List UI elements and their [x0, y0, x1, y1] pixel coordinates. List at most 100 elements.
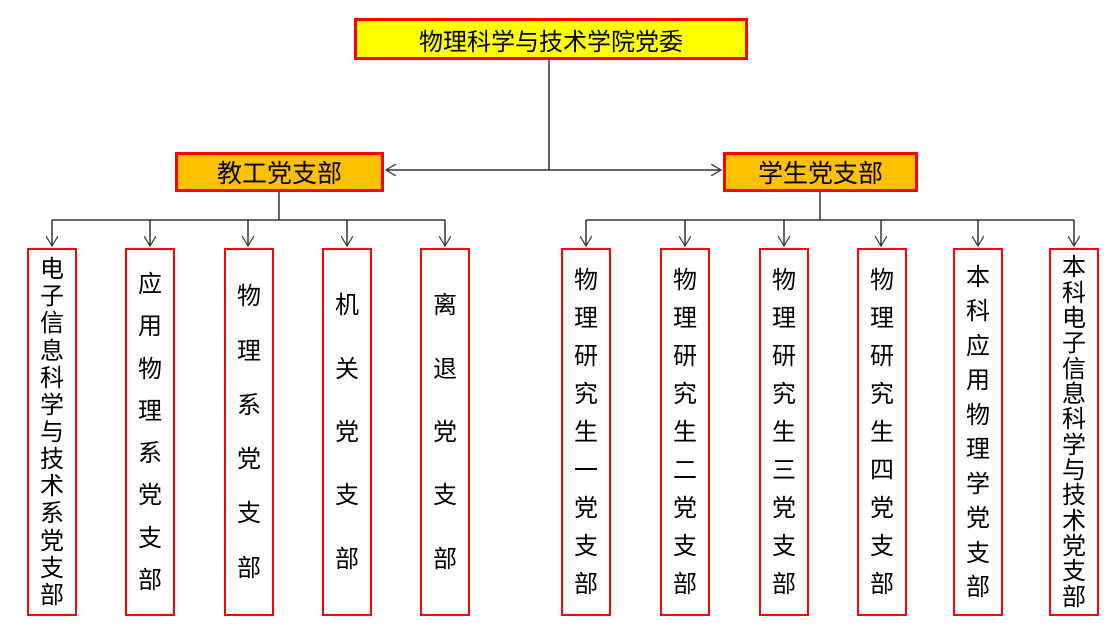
leaf-char: 理 [237, 336, 261, 365]
leaf-char: 与 [40, 417, 64, 446]
leaf-char: 应 [966, 331, 990, 360]
leaf-char: 研 [673, 342, 697, 370]
leaf-char: 术 [1062, 506, 1086, 535]
leaf-char: 支 [966, 538, 990, 567]
leaf-char: 理 [138, 396, 162, 425]
leaf-char: 学 [966, 469, 990, 498]
leaf-char: 究 [673, 380, 697, 408]
leaf-char: 部 [433, 544, 457, 573]
leaf-char: 子 [1062, 329, 1086, 358]
leaf-char: 物 [870, 266, 894, 294]
leaf-char: 部 [40, 580, 64, 609]
leaf-char: 一 [574, 456, 598, 484]
leaf-char: 支 [335, 481, 359, 510]
leaf-char: 部 [574, 570, 598, 598]
leaf-char: 党 [673, 494, 697, 522]
leaf-char: 技 [1062, 481, 1086, 510]
leaf-node: 本科电子信息科学与技术党支部 [1049, 248, 1099, 616]
leaf-char: 二 [673, 456, 697, 484]
leaf-char: 生 [673, 418, 697, 446]
leaf-char: 科 [1062, 278, 1086, 307]
leaf-char: 部 [772, 570, 796, 598]
leaf-char: 支 [237, 499, 261, 528]
leaf-char: 部 [335, 544, 359, 573]
leaf-char: 电 [1062, 303, 1086, 332]
leaf-char: 系 [237, 390, 261, 419]
leaf-char: 物 [673, 266, 697, 294]
leaf-node: 本科应用物理学党支部 [953, 248, 1003, 616]
leaf-char: 部 [673, 570, 697, 598]
leaf-node: 物理研究生三党支部 [759, 248, 809, 616]
leaf-char: 党 [870, 494, 894, 522]
leaf-char: 物 [237, 282, 261, 311]
leaf-char: 党 [1062, 531, 1086, 560]
leaf-char: 应 [138, 270, 162, 299]
leaf-char: 党 [772, 494, 796, 522]
leaf-char: 科 [40, 363, 64, 392]
leaf-char: 研 [772, 342, 796, 370]
leaf-char: 部 [237, 553, 261, 582]
leaf-char: 物 [574, 266, 598, 294]
leaf-char: 息 [40, 336, 64, 365]
leaf-char: 党 [966, 504, 990, 533]
leaf-node: 物理研究生四党支部 [857, 248, 907, 616]
leaf-node: 物理研究生二党支部 [660, 248, 710, 616]
leaf-char: 生 [870, 418, 894, 446]
leaf-char: 学 [40, 390, 64, 419]
leaf-char: 与 [1062, 455, 1086, 484]
branch-node-faculty: 教工党支部 [175, 152, 384, 192]
root-node: 物理科学与技术学院党委 [354, 18, 748, 60]
leaf-char: 部 [1062, 582, 1086, 611]
leaf-char: 支 [772, 532, 796, 560]
leaf-char: 支 [870, 532, 894, 560]
leaf-char: 信 [1062, 354, 1086, 383]
leaf-char: 科 [966, 297, 990, 326]
leaf-char: 系 [40, 499, 64, 528]
leaf-char: 党 [237, 445, 261, 474]
leaf-char: 理 [870, 304, 894, 332]
leaf-char: 理 [966, 435, 990, 464]
leaf-char: 离 [433, 291, 457, 320]
leaf-char: 党 [574, 494, 598, 522]
leaf-char: 究 [574, 380, 598, 408]
leaf-node: 机关党支部 [322, 248, 372, 616]
leaf-node: 物理研究生一党支部 [561, 248, 611, 616]
leaf-char: 生 [772, 418, 796, 446]
leaf-node: 应用物理系党支部 [125, 248, 175, 616]
leaf-char: 党 [335, 417, 359, 446]
leaf-char: 用 [138, 312, 162, 341]
leaf-char: 物 [966, 400, 990, 429]
leaf-char: 党 [138, 481, 162, 510]
leaf-char: 支 [673, 532, 697, 560]
leaf-char: 党 [40, 526, 64, 555]
leaf-char: 信 [40, 309, 64, 338]
leaf-char: 支 [40, 553, 64, 582]
leaf-char: 四 [870, 456, 894, 484]
leaf-char: 支 [138, 523, 162, 552]
leaf-char: 技 [40, 445, 64, 474]
leaf-char: 息 [1062, 379, 1086, 408]
leaf-char: 物 [772, 266, 796, 294]
leaf-char: 三 [772, 456, 796, 484]
leaf-char: 退 [433, 354, 457, 383]
leaf-char: 子 [40, 282, 64, 311]
leaf-char: 理 [772, 304, 796, 332]
leaf-char: 支 [433, 481, 457, 510]
leaf-char: 究 [870, 380, 894, 408]
leaf-char: 科 [1062, 405, 1086, 434]
leaf-char: 支 [574, 532, 598, 560]
leaf-char: 机 [335, 291, 359, 320]
leaf-char: 究 [772, 380, 796, 408]
leaf-char: 党 [433, 417, 457, 446]
branch-node-student: 学生党支部 [723, 152, 918, 192]
leaf-char: 系 [138, 439, 162, 468]
leaf-char: 研 [870, 342, 894, 370]
leaf-char: 学 [1062, 430, 1086, 459]
leaf-char: 生 [574, 418, 598, 446]
leaf-node: 电子信息科学与技术系党支部 [27, 248, 77, 616]
leaf-node: 离退党支部 [420, 248, 470, 616]
leaf-char: 理 [574, 304, 598, 332]
leaf-char: 部 [966, 573, 990, 602]
leaf-char: 理 [673, 304, 697, 332]
